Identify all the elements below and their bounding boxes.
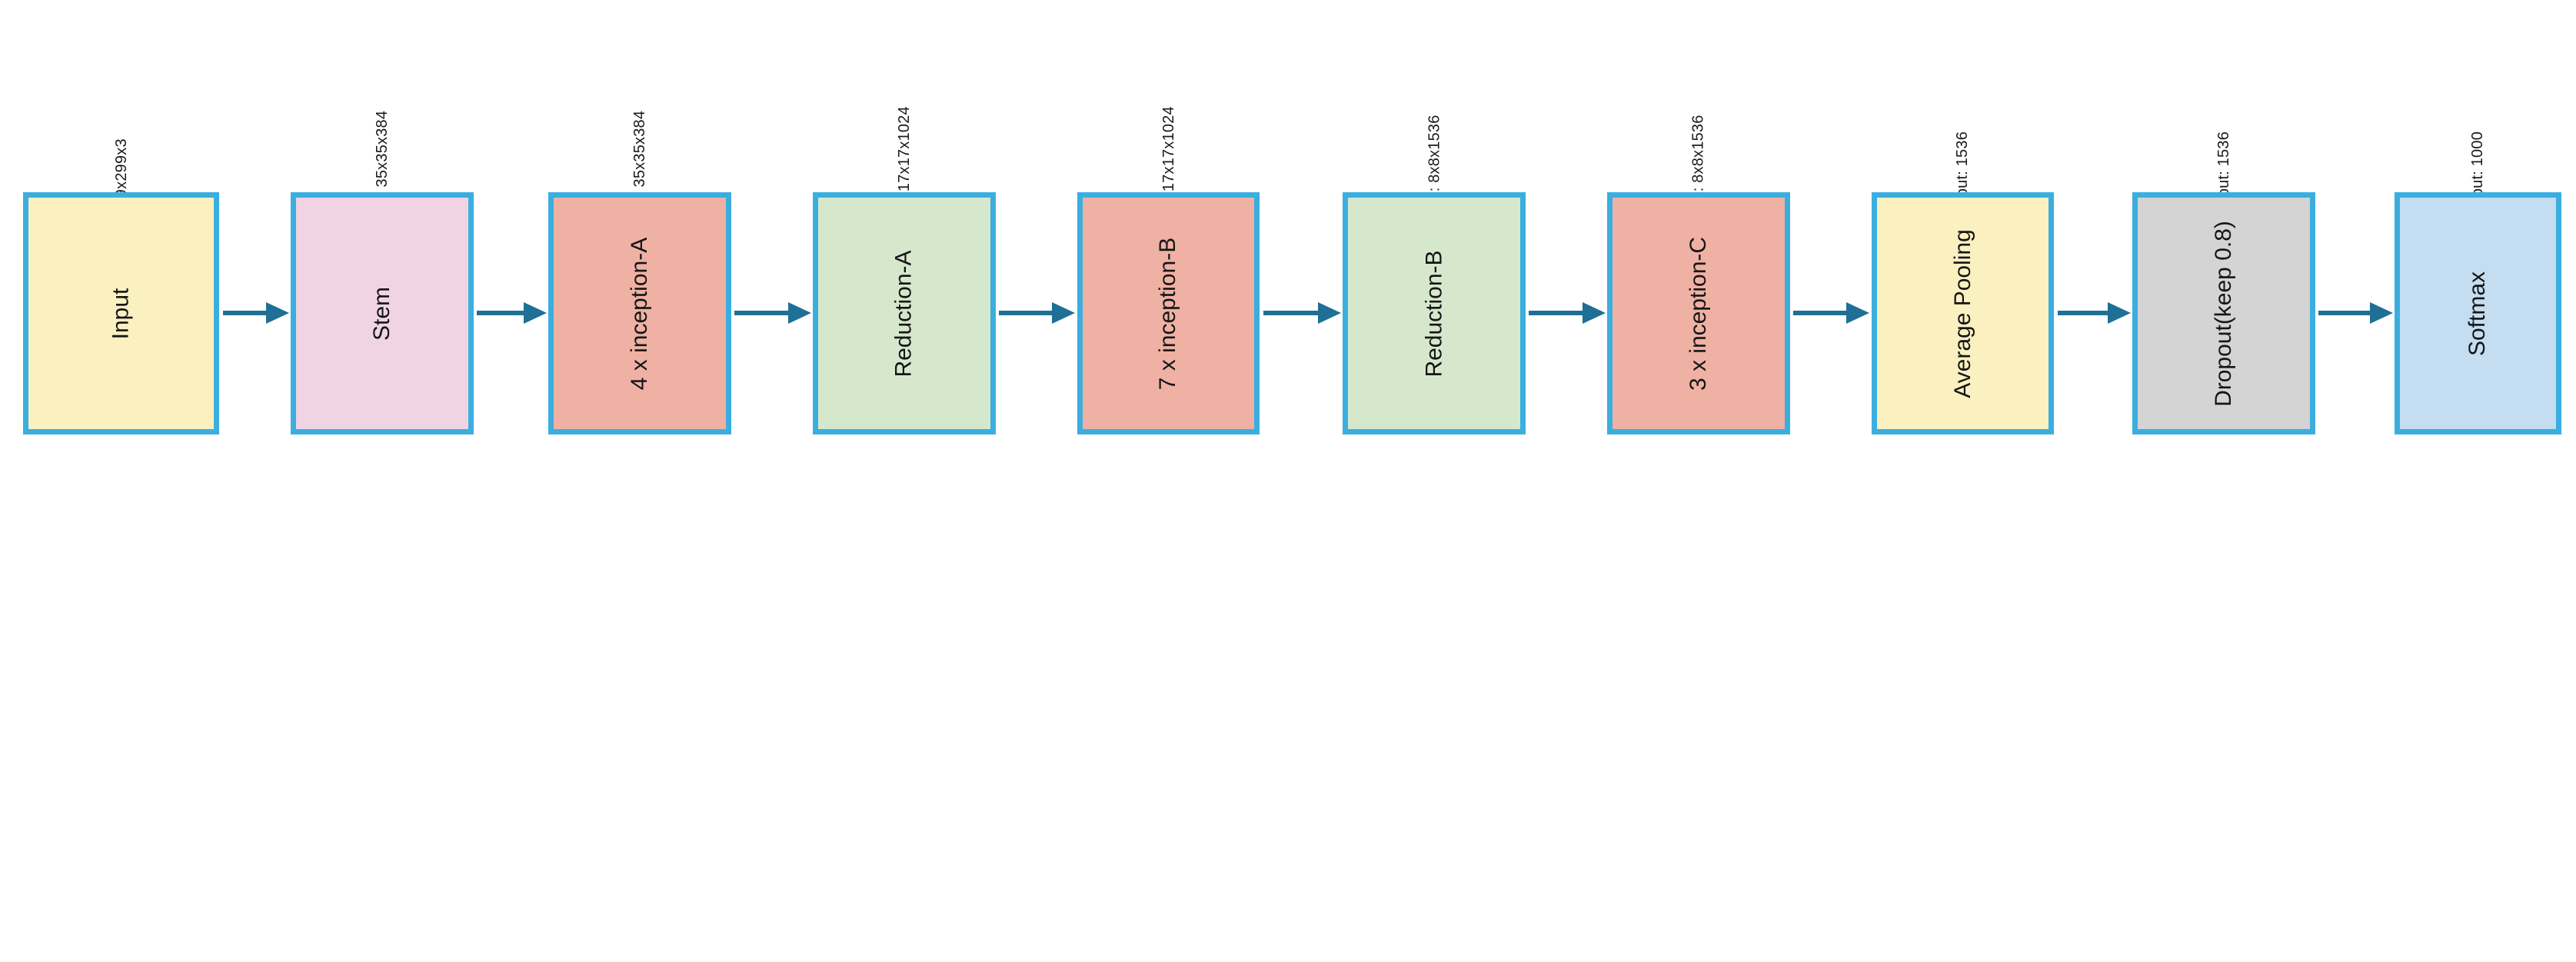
arrow-reduction-a-to-inception-b (998, 302, 1076, 324)
stage-caption-softmax: Output: 1000 (2395, 8, 2561, 222)
stage-box-label: Stem (369, 286, 395, 341)
stage-caption-inception-b: Output: 17x17x1024 (1077, 8, 1260, 248)
stage-box-label: Reduction-B (1421, 249, 1447, 378)
arrow-head-icon (1052, 302, 1076, 324)
stage-box-inception-b[interactable]: 7 x inception-B (1077, 192, 1260, 434)
arrow-head-icon (1846, 302, 1870, 324)
stage-box-average-pooling[interactable]: Average Pooling (1871, 192, 2055, 434)
arrow-stem-to-inception-a (477, 302, 547, 324)
arrow-inception-b-to-reduction-b (1263, 302, 1342, 324)
stage-box-label: Average Pooling (1949, 228, 1975, 398)
arrow-shaft (222, 311, 270, 315)
arrow-head-icon (1318, 302, 1342, 324)
arrow-shaft (998, 311, 1056, 315)
stage-box-label: 4 x inception-A (627, 237, 653, 390)
stage-caption-average-pooling: Output: 1536 (1872, 8, 2055, 222)
stage-caption-reduction-b: Output: 8x8x1536 (1343, 8, 1526, 238)
stage-box-input[interactable]: Input (23, 192, 220, 434)
arrow-shaft (1529, 311, 1586, 315)
stage-box-stem[interactable]: Stem (291, 192, 474, 434)
stage-caption-inception-a: Output: 35x35x384 (548, 8, 731, 243)
arrow-shaft (1793, 311, 1850, 315)
arrow-head-icon (2107, 302, 2131, 324)
arrow-shaft (1263, 311, 1322, 315)
arrow-reduction-b-to-inception-c (1529, 302, 1606, 324)
arrow-dropout-to-softmax (2318, 302, 2394, 324)
stage-caption-inception-c: Output: 8x8x1536 (1607, 8, 1790, 238)
arrow-shaft (2057, 311, 2111, 315)
arrow-shaft (2318, 311, 2374, 315)
arrow-head-icon (787, 302, 811, 324)
stage-box-reduction-a[interactable]: Reduction-A (812, 192, 996, 434)
stage-box-inception-a[interactable]: 4 x inception-A (548, 192, 731, 434)
stage-box-label: Reduction-A (890, 249, 917, 378)
stage-caption-reduction-a: Output: 17x17x1024 (813, 8, 996, 248)
stage-caption-dropout: Output: 1536 (2132, 8, 2315, 222)
arrow-inception-c-to-pooling (1793, 302, 1870, 324)
stage-box-dropout[interactable]: Dropout(keep 0.8) (2132, 192, 2315, 434)
arrow-head-icon (2370, 302, 2394, 324)
arrow-pooling-to-dropout (2057, 302, 2131, 324)
stage-caption-input: 299x299x3 (23, 8, 219, 215)
stage-box-label: Input (108, 288, 134, 339)
arrow-shaft (734, 311, 791, 315)
arrow-inception-a-to-reduction-a (734, 302, 811, 324)
arrow-input-to-stem (222, 302, 290, 324)
stage-box-reduction-b[interactable]: Reduction-B (1343, 192, 1526, 434)
arrow-head-icon (266, 302, 290, 324)
stage-caption-stem: Output: 35x35x384 (291, 8, 474, 243)
stage-box-inception-c[interactable]: 3 x inception-C (1606, 192, 1790, 434)
stage-box-label: 7 x inception-B (1155, 237, 1181, 390)
arrow-head-icon (1582, 302, 1606, 324)
stage-box-softmax[interactable]: Softmax (2395, 192, 2561, 434)
arrow-head-icon (524, 302, 547, 324)
stage-box-label: Softmax (2465, 271, 2491, 356)
stage-box-label: Dropout(keep 0.8) (2210, 220, 2236, 407)
arrow-shaft (477, 311, 528, 315)
stage-box-label: 3 x inception-C (1685, 236, 1711, 391)
